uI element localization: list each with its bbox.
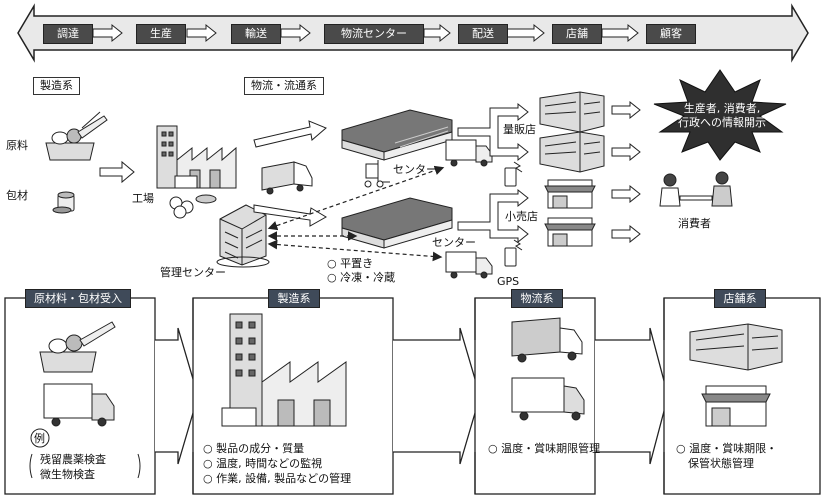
delivery-truck-lower [445, 251, 493, 279]
delivery-truck-upper [445, 139, 493, 167]
panel-title-store: 店舗系 [714, 289, 766, 308]
outcome-arrows [611, 100, 641, 244]
flow-step-delivery: 配送 [458, 24, 508, 44]
storage-cold-label: ○ 冷凍・冷蔵 [327, 271, 396, 284]
info-dashed-arrows [267, 165, 445, 262]
example-line-2: 微生物検査 [40, 468, 95, 481]
product-bags-icon [169, 194, 217, 219]
packaging-label: 包材 [6, 189, 28, 202]
example-circle [30, 428, 50, 448]
raw-material-label: 原料 [6, 139, 28, 152]
mass-retailer-buildings [539, 91, 605, 173]
panel-title-logistics: 物流系 [511, 289, 563, 308]
flow-step-store: 店舗 [552, 24, 602, 44]
center-lower-label: センター [432, 236, 476, 249]
mass-retailer-label: 量販店 [503, 123, 536, 136]
mfg-note-1: ○ 製品の成分・質量 [203, 442, 305, 455]
branch-arrows [457, 102, 529, 244]
flow-step-procurement: 調達 [43, 24, 93, 44]
flow-step-distribution-center: 物流センター [324, 24, 424, 44]
section-manufacturing-tag: 製造系 [33, 77, 80, 95]
panel2-factory-icon [221, 313, 347, 427]
section-logistics-tag: 物流・流通系 [244, 77, 324, 95]
small-store-fronts [544, 179, 596, 247]
disclosure-starburst [653, 69, 787, 161]
panel1-raw-material-icon [39, 321, 116, 373]
disclosure-line-2: 行政への情報開示 [678, 116, 766, 129]
flow-step-transport: 輸送 [231, 24, 281, 44]
center-upper-label: センター [393, 163, 437, 176]
example-text: 残留農薬検査 微生物検査 [40, 452, 106, 482]
disclosure-line-1: 生産者, 消費者, [683, 102, 761, 115]
logistics-center-upper [341, 109, 453, 161]
flow-step-customer: 顧客 [646, 24, 696, 44]
small-retailer-label: 小売店 [505, 210, 538, 223]
mfg-note-2: ○ 温度, 時間などの監視 [203, 457, 323, 470]
consumer-label: 消費者 [678, 217, 711, 230]
consumer-icon [659, 171, 733, 207]
storage-flat-label: ○ 平置き [327, 257, 374, 270]
example-bracket-right [137, 453, 141, 479]
flow-step-arrows [92, 23, 639, 43]
disclosure-text: 生産者, 消費者, 行政への情報開示 [672, 102, 772, 130]
flow-step-production: 生産 [136, 24, 186, 44]
panel4-store-icons [689, 323, 783, 427]
gps-label: GPS [497, 275, 520, 288]
packaging-icon [52, 191, 75, 214]
arrow-to-factory [99, 160, 135, 184]
raw-material-icon [45, 111, 108, 161]
example-bracket-left [29, 453, 33, 479]
manufacturing-notes: ○ 製品の成分・質量 ○ 温度, 時間などの監視 ○ 作業, 設備, 製品などの… [203, 441, 351, 486]
management-center-icon [216, 204, 270, 268]
example-mark: 例 [34, 432, 45, 445]
forklift-icon [364, 160, 390, 188]
panel-title-receiving: 原材料・包材受入 [25, 289, 131, 308]
example-line-1: 残留農薬検査 [40, 453, 106, 466]
management-center-label: 管理センター [160, 266, 226, 279]
store-note-2: 保管状態管理 [688, 457, 754, 470]
gps-device-icons [504, 161, 523, 267]
store-note-1: ○ 温度・賞味期限・ [676, 442, 778, 455]
factory-icon [156, 125, 237, 189]
factory-label: 工場 [132, 192, 154, 205]
panel1-truck-icon [43, 383, 115, 427]
panel3-truck-icons [511, 317, 585, 421]
panel-title-manufacturing: 製造系 [268, 289, 320, 308]
mfg-note-3: ○ 作業, 設備, 製品などの管理 [203, 472, 352, 485]
store-notes: ○ 温度・賞味期限・ 保管状態管理 [676, 441, 777, 471]
truck-icon-top [261, 161, 313, 195]
logistics-note: ○ 温度・賞味期限管理 [488, 442, 601, 455]
